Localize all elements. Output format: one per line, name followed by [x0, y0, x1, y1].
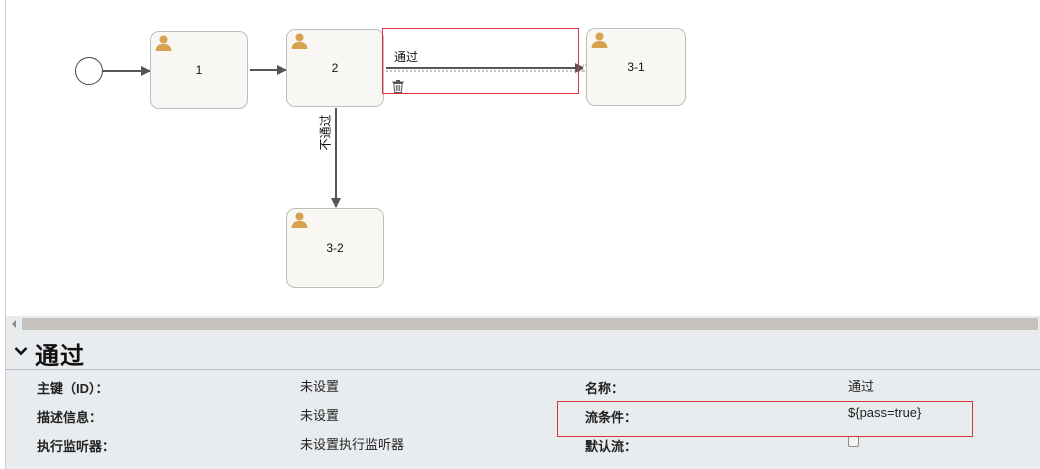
- properties-panel: 通过 主键（ID）： 未设置 名称： 通过 描述信息： 未设置 流条件： ${p…: [6, 332, 1040, 469]
- trash-icon[interactable]: [392, 80, 404, 93]
- flow-label-pass[interactable]: 通过: [394, 50, 419, 64]
- listener-label: 执行监听器：: [37, 439, 116, 454]
- id-value[interactable]: 未设置: [300, 379, 340, 394]
- horizontal-scrollbar[interactable]: [6, 316, 1040, 332]
- selection-box: [382, 28, 579, 94]
- task-label: 2: [331, 61, 339, 75]
- scroll-left-arrow-icon[interactable]: [12, 320, 16, 328]
- default-flow-label: 默认流：: [585, 439, 638, 454]
- name-label: 名称：: [585, 381, 625, 396]
- condition-highlight-box: [557, 401, 973, 437]
- task-2[interactable]: 2: [286, 29, 384, 107]
- condition-value[interactable]: ${pass=true}: [848, 405, 922, 420]
- flow-label-reject[interactable]: 不通过: [318, 114, 333, 151]
- panel-header[interactable]: 通过: [6, 332, 1040, 370]
- id-label: 主键（ID）：: [37, 381, 109, 396]
- task-3-2[interactable]: 3-2: [286, 208, 384, 288]
- condition-label: 流条件：: [585, 410, 638, 425]
- task-label: 3-1: [627, 60, 645, 74]
- canvas-border: [5, 0, 6, 469]
- user-icon: [291, 33, 308, 49]
- user-icon: [155, 35, 172, 51]
- description-label: 描述信息：: [37, 410, 103, 425]
- task-3-1[interactable]: 3-1: [586, 28, 686, 106]
- user-icon: [591, 32, 608, 48]
- panel-title: 通过: [35, 343, 85, 370]
- name-value[interactable]: 通过: [848, 379, 875, 394]
- start-event[interactable]: [75, 57, 103, 85]
- user-icon: [291, 212, 308, 228]
- task-label: 3-2: [326, 241, 344, 255]
- chevron-down-icon[interactable]: [14, 345, 28, 357]
- task-1[interactable]: 1: [150, 31, 248, 109]
- scrollbar-thumb[interactable]: [22, 318, 1038, 330]
- description-value[interactable]: 未设置: [300, 408, 340, 423]
- default-flow-checkbox[interactable]: [848, 436, 859, 447]
- listener-value[interactable]: 未设置执行监听器: [300, 437, 405, 452]
- task-label: 1: [195, 63, 203, 77]
